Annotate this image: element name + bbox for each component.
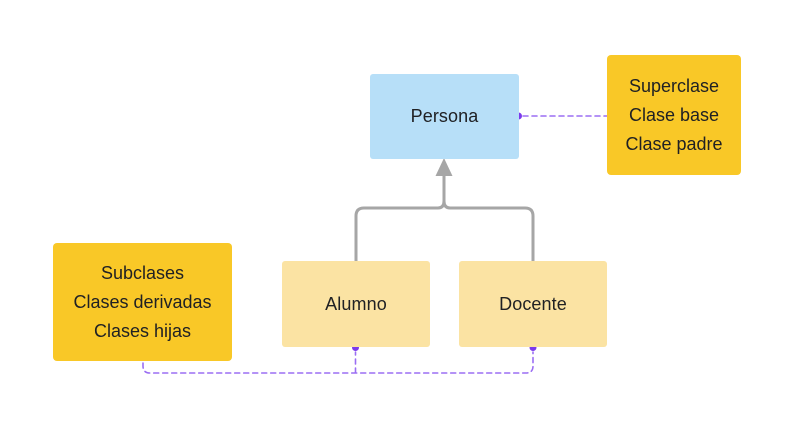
note-subclases-line-1: Subclases xyxy=(100,262,185,283)
class-node-alumno-label: Alumno xyxy=(325,293,387,314)
note-superclase-line-2: Clase base xyxy=(628,104,720,125)
class-node-persona-label: Persona xyxy=(410,106,479,126)
note-subclases: Subclases Clases derivadas Clases hijas xyxy=(53,243,232,361)
note-superclase: Superclase Clase base Clase padre xyxy=(607,55,741,175)
class-node-persona: Persona xyxy=(370,74,519,159)
class-node-alumno: Alumno xyxy=(282,261,430,347)
inheritance-connector-right xyxy=(442,199,535,263)
note-subclases-line-3: Clases hijas xyxy=(93,320,192,341)
inheritance-connector-left xyxy=(354,172,446,263)
class-node-docente-label: Docente xyxy=(499,293,567,314)
note-superclase-line-1: Superclase xyxy=(628,75,720,96)
note-superclase-line-3: Clase padre xyxy=(625,133,723,154)
arrow-up-icon xyxy=(435,158,453,176)
note-subclases-line-2: Clases derivadas xyxy=(73,291,212,312)
class-node-docente: Docente xyxy=(459,261,607,347)
